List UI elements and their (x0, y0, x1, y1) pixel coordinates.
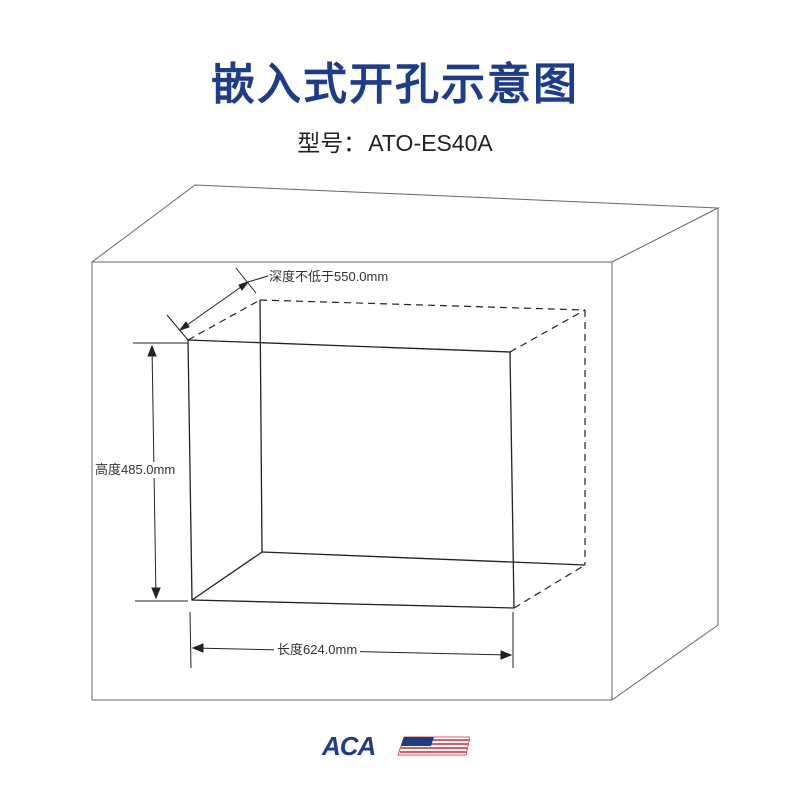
opening-inner-left-edge (259, 299, 263, 553)
length-arrow-left (191, 643, 204, 653)
cabinet-front-edge (91, 261, 613, 701)
model-label: 型号： (297, 131, 367, 157)
depth-arrow-back (238, 281, 250, 291)
depth-ext-line-back (235, 267, 257, 294)
hidden-back-top-edge (259, 299, 586, 311)
height-label: 高度485.0mm (95, 462, 176, 478)
cabinet-right-edge (611, 208, 719, 701)
opening-inner-bottom-left (191, 551, 263, 601)
hidden-bottom-right-depth (513, 564, 586, 609)
depth-ext-line-front (166, 314, 189, 341)
length-ext-left (189, 611, 192, 669)
length-label: 长度624.0mm (274, 642, 361, 658)
hidden-top-right-depth (509, 309, 586, 353)
model-value: ATO-ES40A (368, 130, 493, 156)
model-line: 型号：ATO-ES40A (0, 127, 790, 160)
opening-inner-bottom-edge (261, 551, 586, 566)
flag-stripes-icon (397, 736, 470, 756)
length-arrow-right (500, 650, 513, 660)
height-arrow-bottom (151, 587, 161, 600)
depth-leader (247, 275, 269, 283)
brand-logo: ACA (322, 732, 472, 762)
hidden-top-left-depth (187, 299, 261, 341)
cabinet-top-left-edge (91, 184, 720, 263)
opening-front-rect (187, 339, 515, 609)
depth-dim-line (179, 281, 249, 331)
depth-arrow-front (178, 321, 190, 331)
height-arrow-top (147, 344, 157, 357)
page-title: 嵌入式开孔示意图 (211, 59, 579, 110)
brand-logo-text: ACA (322, 731, 376, 761)
depth-label: 深度不低于550.0mm (269, 269, 389, 285)
